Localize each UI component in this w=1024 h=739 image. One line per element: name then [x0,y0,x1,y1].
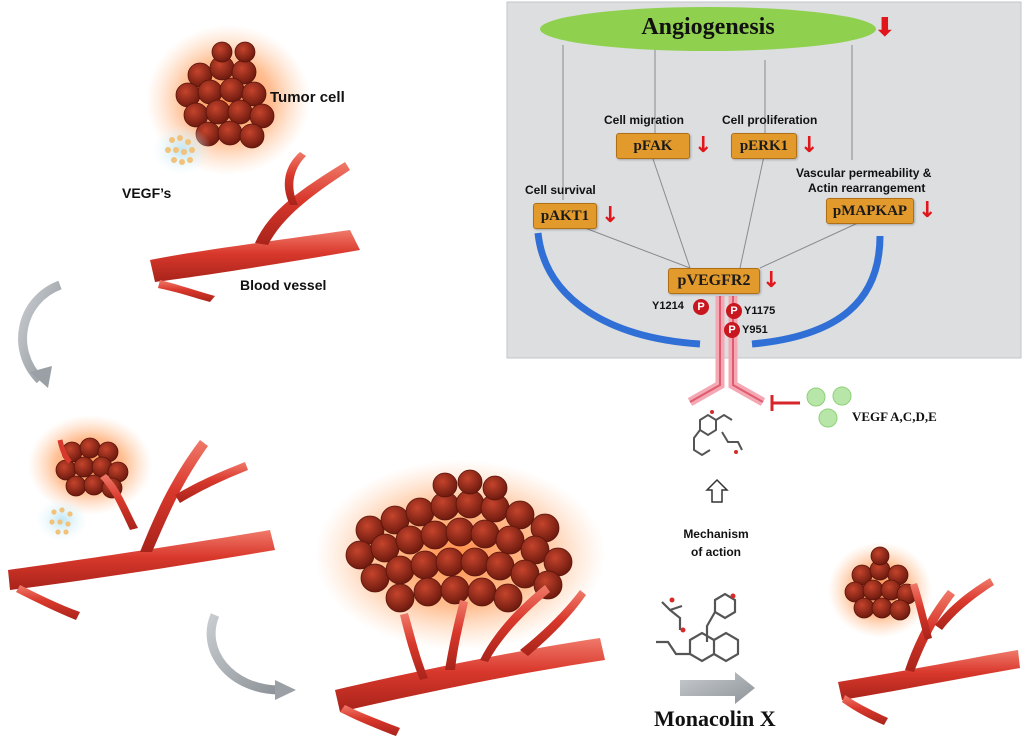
membrane-arc [534,232,701,348]
y951-label: Y951 [742,324,768,336]
phospho-y1214: P [693,299,709,315]
phospho-y951: P [724,322,740,338]
vegf-label: VEGF’s [122,185,172,201]
pfak-down-arrow: ↓ [694,133,713,158]
mechanism-line1: Mechanism [683,527,749,541]
pfak-box: pFAK [616,133,690,159]
y1214-label: Y1214 [652,300,684,312]
stage4-illustration [828,542,1020,725]
curved-arrow-2 [206,613,281,695]
actin-rearrangement-label: Actin rearrangement [808,181,926,195]
angiogenesis-down-arrow: ⬇ [874,13,896,43]
vascular-permeability-label: Vascular permeability & [796,166,932,180]
cell-survival-label: Cell survival [525,183,596,197]
angiogenesis-label: Angiogenesis [641,14,775,40]
pmapkap-down-arrow: ↓ [918,198,937,223]
pvegfr2-box: pVEGFR2 [668,268,760,294]
angiogenesis-ellipse [540,7,876,51]
stage1-illustration [146,25,360,302]
pathway-connectors [562,45,861,269]
progress-arrow [680,672,755,704]
curved-arrow-1 [18,280,62,384]
pmapkap-box: pMAPKAP [826,198,914,224]
blood-vessel-label: Blood vessel [240,277,327,293]
perk1-box: pERK1 [731,133,797,159]
perk1-down-arrow: ↓ [800,133,819,158]
compound-name: Monacolin X [654,706,776,731]
vegf-ligands-label: VEGF A,C,D,E [852,409,937,424]
bound-molecule [693,410,743,457]
monacolin-structure [656,592,740,663]
stage3-illustration [315,460,605,736]
phospho-y1175: P [726,303,742,319]
pakt1-down-arrow: ↓ [601,203,620,228]
pvegfr2-down-arrow: ↓ [762,268,781,293]
y1175-label: Y1175 [744,305,776,317]
stage2-illustration [8,415,275,620]
pakt1-box: pAKT1 [533,203,597,229]
pathway-panel [506,1,1022,359]
inhibition-marker [770,395,800,411]
vegf-ligands [806,386,852,428]
cell-migration-label: Cell migration [604,113,685,127]
mechanism-arrow [705,478,729,503]
cell-proliferation-label: Cell proliferation [722,113,818,127]
tumor-cell-label: Tumor cell [270,89,345,106]
mechanism-line2: of action [691,545,741,559]
